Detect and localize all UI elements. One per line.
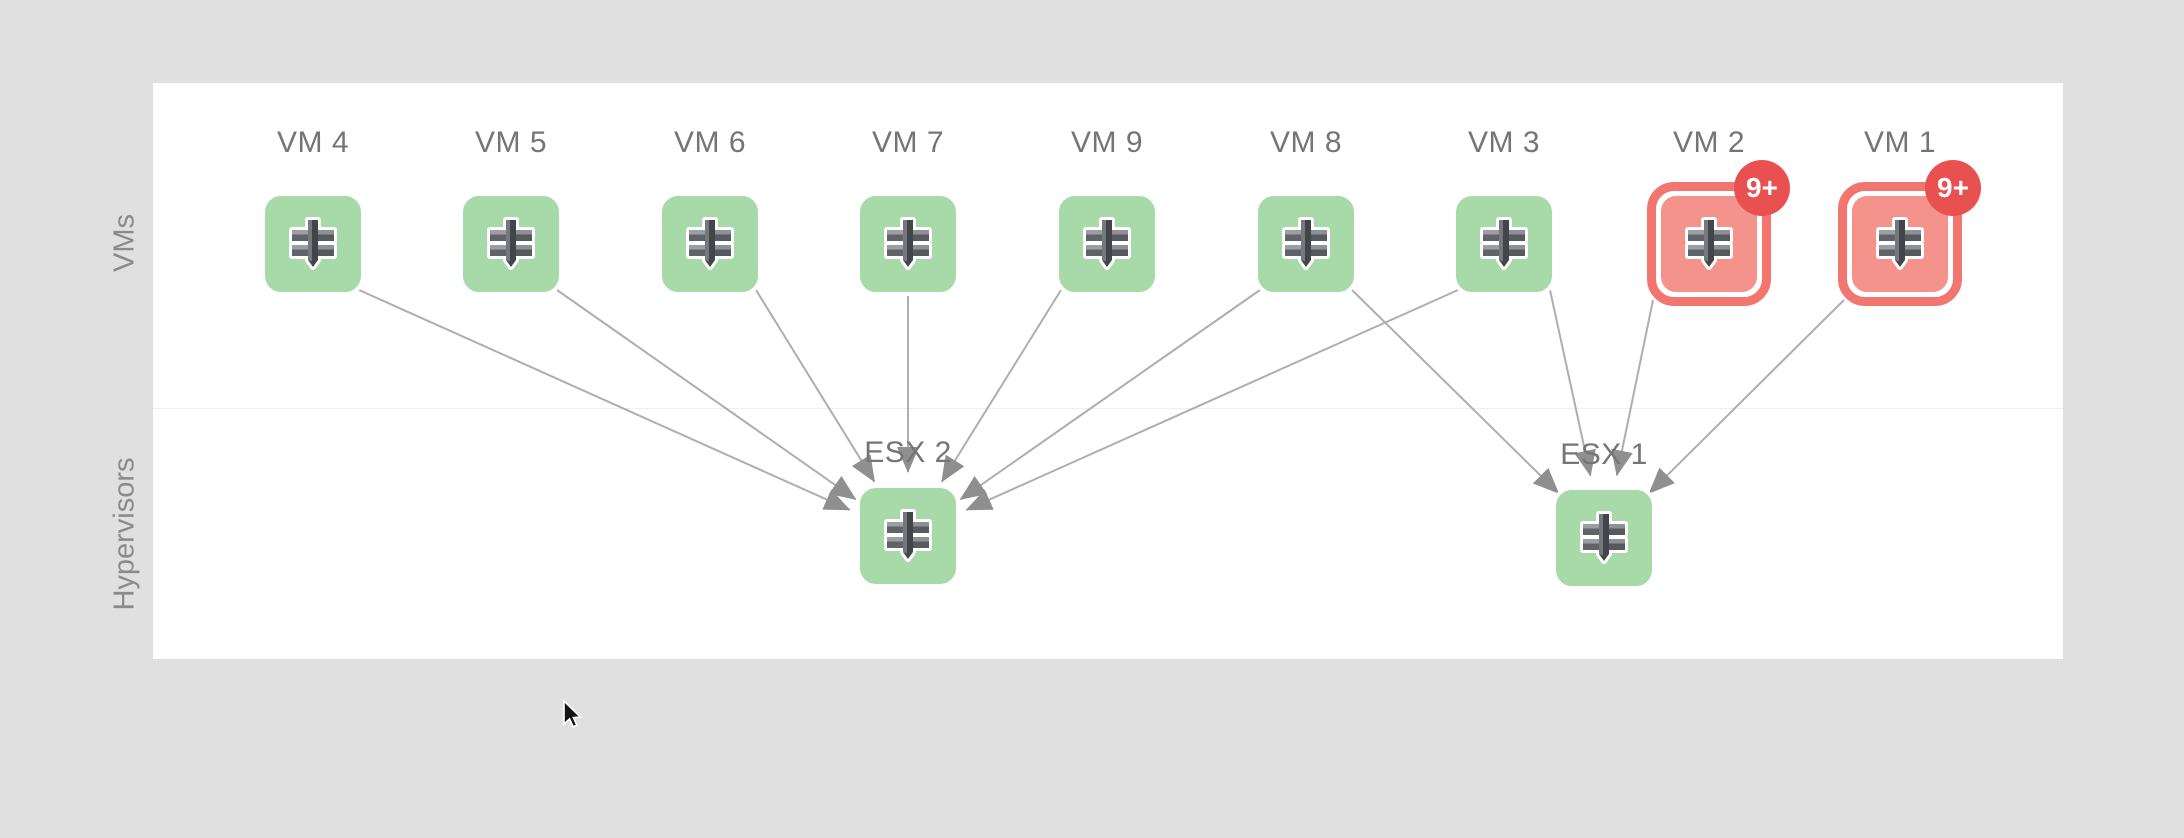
node-label-vm8: VM 8: [1269, 126, 1343, 159]
node-esx2[interactable]: [856, 484, 960, 588]
host-icon: [1580, 511, 1628, 564]
node-label-esx2: ESX 2: [864, 436, 952, 469]
node-label-vm3: VM 3: [1467, 126, 1541, 159]
node-vm4[interactable]: [261, 192, 365, 296]
node-vm5[interactable]: [459, 192, 563, 296]
node-label-vm2: VM 2: [1672, 126, 1746, 159]
host-icon: [686, 217, 734, 270]
node-body-vm2[interactable]: [1661, 196, 1757, 292]
host-icon: [487, 217, 535, 270]
alert-badge-vm2: 9+: [1734, 160, 1790, 216]
node-label-esx1: ESX 1: [1560, 438, 1648, 471]
node-vm7[interactable]: [856, 192, 960, 296]
host-icon: [289, 217, 337, 270]
node-label-vm6: VM 6: [673, 126, 747, 159]
node-label-vm1: VM 1: [1863, 126, 1937, 159]
alert-badge-vm1: 9+: [1925, 160, 1981, 216]
node-label-vm9: VM 9: [1070, 126, 1144, 159]
node-vm6[interactable]: [658, 192, 762, 296]
node-esx1[interactable]: [1552, 486, 1656, 590]
node-vm9[interactable]: [1055, 192, 1159, 296]
node-label-vm7: VM 7: [871, 126, 945, 159]
host-icon: [1876, 217, 1924, 270]
row-label-hypervisors: Hypervisors: [108, 457, 141, 611]
row-divider: [153, 408, 2063, 409]
node-body-vm1[interactable]: [1852, 196, 1948, 292]
mouse-cursor: [563, 699, 583, 728]
node-vm8[interactable]: [1254, 192, 1358, 296]
node-label-vm5: VM 5: [474, 126, 548, 159]
row-label-vms: VMs: [108, 214, 141, 272]
node-vm3[interactable]: [1452, 192, 1556, 296]
host-icon: [884, 509, 932, 562]
host-icon: [1480, 217, 1528, 270]
host-icon: [884, 217, 932, 270]
node-label-vm4: VM 4: [276, 126, 350, 159]
host-icon: [1282, 217, 1330, 270]
host-icon: [1083, 217, 1131, 270]
host-icon: [1685, 217, 1733, 270]
node-vm1[interactable]: [1838, 182, 1962, 306]
